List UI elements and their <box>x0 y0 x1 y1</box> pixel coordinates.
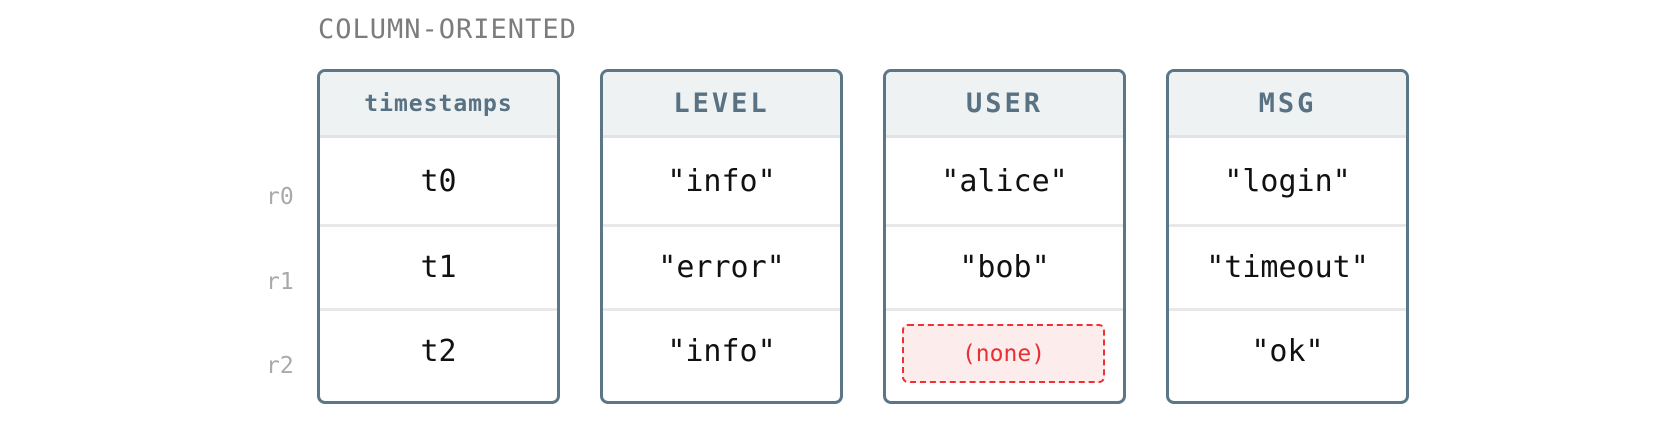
column-msg: MSG "login" "timeout" "ok" <box>1166 69 1409 404</box>
row-label-r1: r1 <box>266 269 294 295</box>
cell-msg-r2: "ok" <box>1169 308 1406 392</box>
column-header-level: LEVEL <box>603 72 840 138</box>
column-timestamps: timestamps t0 t1 t2 <box>317 69 560 404</box>
row-label-r0: r0 <box>266 184 294 210</box>
cell-user-r0: "alice" <box>941 163 1068 199</box>
column-header-msg: MSG <box>1169 72 1406 138</box>
cell-level-r2: "info" <box>603 308 840 392</box>
cell-timestamps-r2: t2 <box>320 308 557 392</box>
cell-timestamps-r1: t1 <box>320 224 557 308</box>
cell-level-r0: "info" <box>667 163 776 199</box>
diagram-title: COLUMN-ORIENTED <box>318 14 577 45</box>
cell-level-r1: "error" <box>603 224 840 308</box>
null-value-badge: (none) <box>902 324 1105 383</box>
column-user: USER "alice" "bob" (none) <box>883 69 1126 404</box>
cell-msg-r1: "timeout" <box>1169 224 1406 308</box>
column-header-user: USER <box>886 72 1123 138</box>
cell-timestamps-r0: t0 <box>420 163 457 199</box>
row-label-r2: r2 <box>266 353 294 379</box>
column-level: LEVEL "info" "error" "info" <box>600 69 843 404</box>
cell-user-r2: (none) <box>886 308 1123 392</box>
cell-msg-r0: "login" <box>1224 163 1351 199</box>
column-header-timestamps: timestamps <box>320 72 557 138</box>
cell-user-r1: "bob" <box>886 224 1123 308</box>
